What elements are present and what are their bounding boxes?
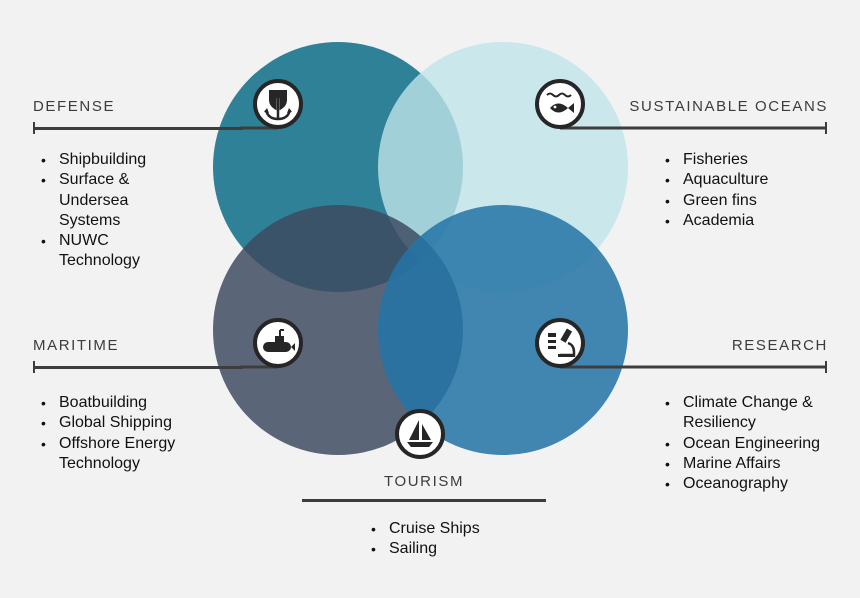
sailboat-icon bbox=[395, 409, 445, 459]
maritime-title: MARITIME bbox=[33, 337, 120, 354]
list-item: Green fins bbox=[664, 191, 834, 212]
defense-list: Shipbuilding Surface & Undersea Systems … bbox=[40, 150, 180, 272]
research-rule-cap bbox=[825, 361, 827, 373]
defense-rule bbox=[33, 127, 243, 130]
list-item: Marine Affairs bbox=[664, 454, 844, 475]
fish-icon bbox=[535, 79, 585, 129]
list-item: Fisheries bbox=[664, 150, 834, 171]
maritime-rule-cap bbox=[33, 361, 35, 373]
list-item: Global Shipping bbox=[40, 413, 200, 434]
anchor-shield-icon bbox=[253, 79, 303, 129]
tourism-title: TOURISM bbox=[383, 473, 465, 490]
list-item: Surface & Undersea Systems bbox=[40, 170, 180, 231]
tourism-list: Cruise Ships Sailing bbox=[370, 519, 530, 560]
oceans-title: SUSTAINABLE OCEANS bbox=[629, 98, 828, 115]
list-item: Oceanography bbox=[664, 474, 844, 495]
research-circle bbox=[378, 205, 628, 455]
list-item: NUWC Technology bbox=[40, 231, 180, 272]
defense-title: DEFENSE bbox=[33, 98, 116, 115]
list-item: Boatbuilding bbox=[40, 393, 200, 414]
tourism-rule bbox=[302, 499, 546, 502]
defense-rule-cap bbox=[33, 122, 35, 134]
oceans-rule-cap bbox=[825, 122, 827, 134]
list-item: Academia bbox=[664, 211, 834, 232]
oceans-list: Fisheries Aquaculture Green fins Academi… bbox=[664, 150, 834, 231]
list-item: Ocean Engineering bbox=[664, 434, 844, 455]
research-list: Climate Change & Resiliency Ocean Engine… bbox=[664, 393, 844, 495]
microscope-icon bbox=[535, 318, 585, 368]
list-item: Sailing bbox=[370, 539, 530, 560]
list-item: Shipbuilding bbox=[40, 150, 180, 171]
list-item: Climate Change & Resiliency bbox=[664, 393, 844, 434]
submarine-icon bbox=[253, 318, 303, 368]
maritime-rule bbox=[33, 366, 243, 369]
maritime-list: Boatbuilding Global Shipping Offshore En… bbox=[40, 393, 200, 474]
list-item: Cruise Ships bbox=[370, 519, 530, 540]
list-item: Aquaculture bbox=[664, 170, 834, 191]
list-item: Offshore Energy Technology bbox=[40, 434, 200, 475]
research-title: RESEARCH bbox=[731, 337, 828, 354]
